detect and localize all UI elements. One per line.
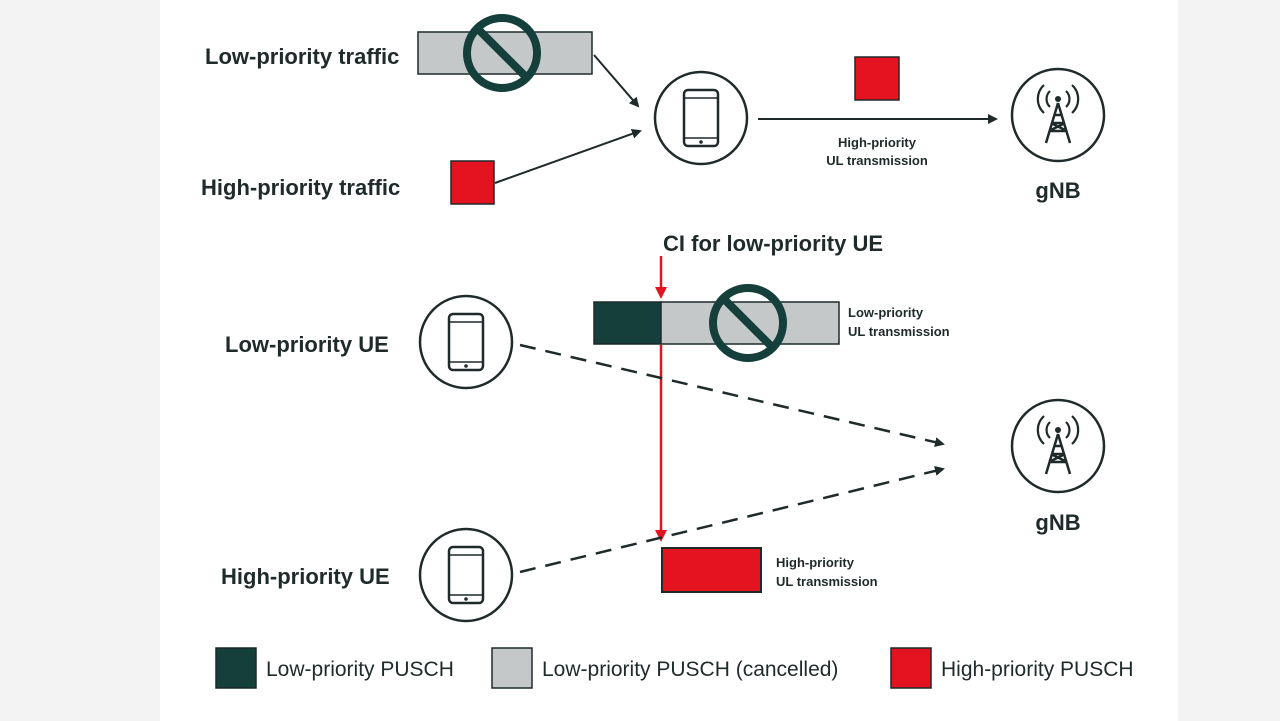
low-tx-label-line1: Low-priority <box>848 305 924 320</box>
legend: Low-priority PUSCH Low-priority PUSCH (c… <box>215 647 1134 689</box>
high-priority-ul-block <box>854 56 900 101</box>
legend-label-cancelled: Low-priority PUSCH (cancelled) <box>542 658 838 681</box>
top-gnb-label: gNB <box>1035 178 1080 203</box>
legend-swatch-high <box>890 647 932 689</box>
top-ul-label-line2: UL transmission <box>826 153 928 168</box>
high-traffic-arrow <box>494 128 642 184</box>
high-priority-pusch-block <box>661 547 762 593</box>
legend-label-high: High-priority PUSCH <box>941 658 1134 681</box>
legend-label-low: Low-priority PUSCH <box>266 658 454 681</box>
high-priority-ue-label: High-priority UE <box>221 564 390 589</box>
low-priority-pusch-block <box>593 301 662 345</box>
top-ul-label-line1: High-priority <box>838 135 917 150</box>
legend-swatch-cancelled <box>491 647 533 689</box>
high-priority-traffic-label: High-priority traffic <box>201 175 400 200</box>
high-priority-traffic-block <box>450 160 495 205</box>
antenna-tower-icon <box>1010 67 1106 163</box>
antenna-tower-icon <box>1010 398 1106 494</box>
phone-icon <box>418 527 514 623</box>
low-priority-ue-label: Low-priority UE <box>225 332 389 357</box>
phone-icon <box>418 294 514 390</box>
high-ue-dashed-arrow <box>519 466 945 574</box>
high-tx-label-line1: High-priority <box>776 555 855 570</box>
low-tx-label-line2: UL transmission <box>848 324 950 339</box>
phone-icon <box>653 70 749 166</box>
legend-swatch-low <box>215 647 257 689</box>
low-traffic-arrow <box>593 54 640 108</box>
low-ue-dashed-arrow <box>519 343 945 448</box>
high-tx-label-line2: UL transmission <box>776 574 878 589</box>
ci-label: CI for low-priority UE <box>663 231 883 256</box>
bottom-gnb-label: gNB <box>1035 510 1080 535</box>
low-priority-traffic-label: Low-priority traffic <box>205 44 399 69</box>
